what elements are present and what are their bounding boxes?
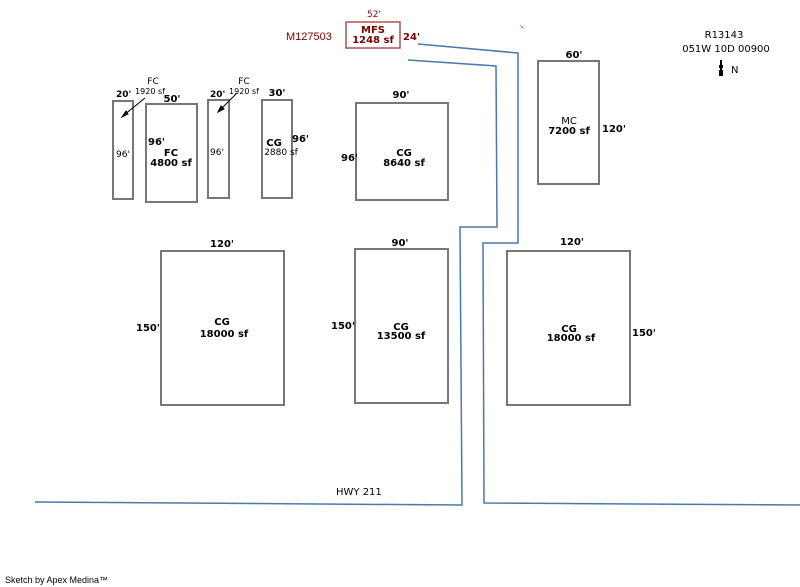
- leader-arrow-fc-a: [123, 97, 146, 116]
- fc-4800-code: FC: [163, 148, 179, 159]
- cg-2880-code: CG: [266, 138, 282, 149]
- fc-b-depth-label: 96': [210, 148, 224, 158]
- fc-b-code: FC: [238, 77, 250, 87]
- road-label: HWY 211: [336, 487, 382, 498]
- building-fc-4800[interactable]: [145, 103, 198, 203]
- cg-18000-a-area: 18000 sf: [199, 329, 249, 340]
- cg-13500-width-label: 90': [391, 238, 409, 249]
- road-marker-glyph: ↘: [519, 23, 524, 30]
- arrowhead-icon: [216, 105, 225, 114]
- cg-8640-code: CG: [396, 148, 412, 159]
- cg-2880-width-label: 30': [268, 88, 286, 99]
- cg-18000-a-code: CG: [214, 317, 230, 328]
- building-cg-18000-b[interactable]: [506, 250, 631, 406]
- fc-a-area: 1920 sf: [135, 87, 165, 96]
- north-label: N: [731, 65, 739, 76]
- fc-b-area: 1920 sf: [229, 87, 259, 96]
- cg-18000-b-depth-label: 150': [632, 328, 656, 339]
- building-fc-1920-a[interactable]: [112, 100, 134, 200]
- cg-8640-width-label: 90': [392, 90, 410, 101]
- building-mfs[interactable]: [345, 21, 401, 49]
- road-outline: [34, 43, 800, 506]
- cg-2880-depth-label: 96': [292, 134, 309, 145]
- building-cg-13500[interactable]: [354, 248, 449, 404]
- mfs-area: 1248 sf: [352, 35, 394, 46]
- building-mc-7200[interactable]: [537, 60, 600, 185]
- building-cg-2880[interactable]: [261, 99, 293, 199]
- mc-7200-depth-label: 120': [602, 124, 626, 135]
- account-id: M127503: [286, 31, 332, 43]
- sketch-credit: Sketch by Apex Medina™: [5, 575, 109, 585]
- mc-7200-width-label: 60': [565, 50, 583, 61]
- cg-18000-a-depth-label: 150': [136, 323, 160, 334]
- fc-4800-width-label: 50': [163, 94, 181, 105]
- mfs-width-label: 52': [367, 10, 381, 20]
- cg-13500-code: CG: [393, 322, 409, 333]
- cg-18000-b-width-label: 120': [560, 237, 584, 248]
- building-fc-1920-b[interactable]: [207, 99, 230, 199]
- cg-2880-area: 2880 sf: [264, 148, 298, 158]
- north-arrow-icon: [719, 60, 723, 76]
- cg-13500-depth-label: 150': [331, 321, 355, 332]
- cg-18000-b-area: 18000 sf: [546, 333, 596, 344]
- mfs-depth-label: 24': [403, 32, 420, 43]
- mc-7200-area: 7200 sf: [548, 126, 590, 137]
- leader-arrows: [120, 92, 238, 119]
- road-edge-right: [417, 43, 800, 506]
- cg-18000-b-code: CG: [561, 324, 577, 335]
- fc-a-code: FC: [147, 77, 159, 87]
- arrowhead-icon: [120, 110, 129, 119]
- fc-4800-area: 4800 sf: [150, 158, 192, 169]
- mfs-code: MFS: [361, 25, 385, 36]
- road-edge-left: [34, 59, 498, 506]
- building-cg-8640[interactable]: [355, 102, 449, 201]
- cg-8640-depth-label: 96': [341, 153, 358, 164]
- cg-8640-area: 8640 sf: [383, 158, 425, 169]
- fc-a-depth-label: 96': [116, 150, 130, 160]
- cg-13500-area: 13500 sf: [376, 331, 426, 342]
- mc-7200-code: MC: [561, 116, 577, 127]
- parcel-id: R13143: [704, 30, 744, 41]
- fc-4800-depth-label: 96': [148, 137, 165, 148]
- buildings: [112, 21, 631, 406]
- map-reference: 051W 10D 00900: [682, 44, 770, 55]
- building-cg-18000-a[interactable]: [160, 250, 285, 406]
- fc-a-width-label: 20': [116, 90, 132, 100]
- fc-b-width-label: 20': [210, 90, 226, 100]
- cg-18000-a-width-label: 120': [210, 239, 234, 250]
